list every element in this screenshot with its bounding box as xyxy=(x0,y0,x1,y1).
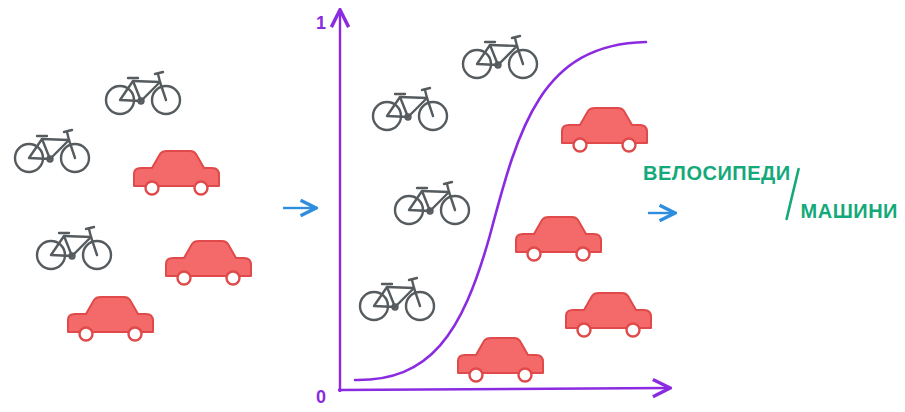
class-name: МАШИНИ xyxy=(801,201,898,221)
car-icon xyxy=(134,151,219,195)
flow-arrow xyxy=(283,207,314,209)
bicycle-icon xyxy=(373,88,447,130)
car-icon xyxy=(566,293,651,337)
car-icon xyxy=(166,241,251,285)
input-objects xyxy=(15,72,251,341)
car-icon xyxy=(516,217,601,261)
y-axis xyxy=(339,12,341,392)
bicycle-icon xyxy=(37,227,111,269)
axis-value: 0 xyxy=(316,388,326,406)
car-icon xyxy=(68,297,153,341)
axis-value: 1 xyxy=(316,14,326,32)
sigmoid-curve xyxy=(355,42,646,380)
bicycle-icon xyxy=(360,278,434,320)
classified-objects xyxy=(360,36,651,382)
class-name: ВЕЛОСИПЕДИ xyxy=(643,163,791,183)
car-icon xyxy=(458,338,543,382)
bicycle-icon xyxy=(395,182,469,224)
flow-arrow xyxy=(648,212,673,214)
x-axis xyxy=(338,388,668,390)
bicycle-icon xyxy=(463,36,537,78)
bicycle-icon xyxy=(15,130,89,172)
car-icon xyxy=(562,108,647,152)
bicycle-icon xyxy=(106,72,180,114)
